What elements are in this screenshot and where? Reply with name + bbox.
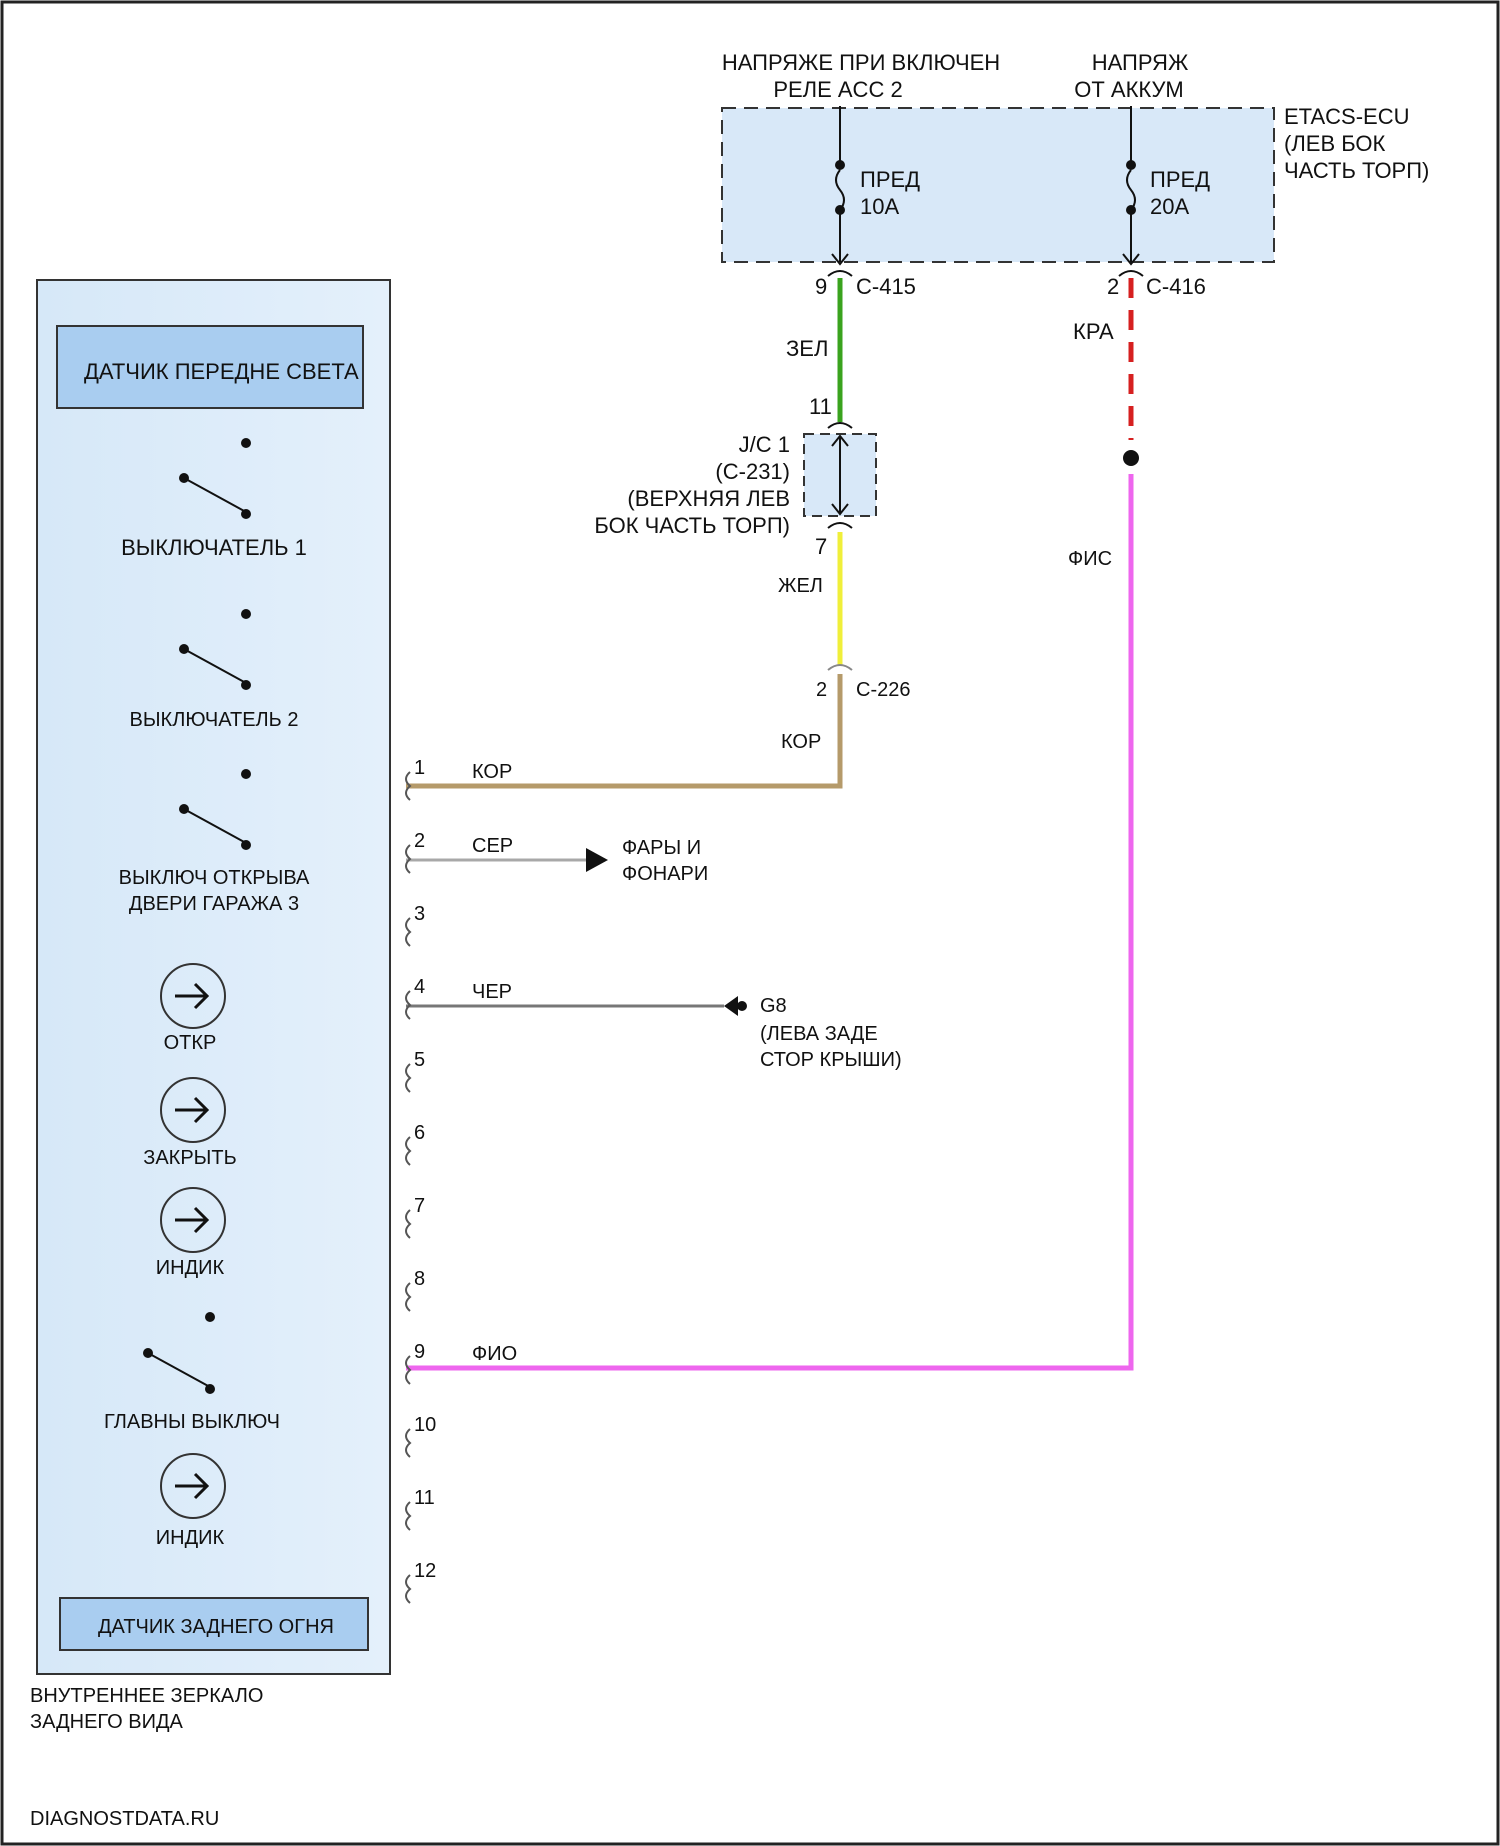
etacs-location-1: (ЛЕВ БОК — [1284, 131, 1386, 156]
ground-point — [737, 1001, 747, 1011]
jc-label-4: БОК ЧАСТЬ ТОРП) — [594, 513, 790, 538]
led-indicator-2-label: ИНДИК — [156, 1527, 225, 1549]
lights-label-2: ФОНАРИ — [622, 863, 708, 885]
led-close-label: ЗАКРЫТЬ — [143, 1147, 236, 1169]
mirror-name-2: ЗАДНЕГО ВИДА — [30, 1711, 183, 1733]
main-switch-label: ГЛАВНЫ ВЫКЛЮЧ — [104, 1411, 280, 1433]
pin-2-label: 2 — [414, 830, 425, 852]
pin-7-label: 7 — [414, 1195, 425, 1217]
pin-6-label: 6 — [414, 1122, 425, 1144]
connector-c226-symbol — [828, 665, 852, 670]
jc-label-3: (ВЕРХНЯЯ ЛЕВ — [627, 486, 790, 511]
ground-location-2: СТОР КРЫШИ) — [760, 1049, 902, 1071]
wire-red-label: КРА — [1073, 319, 1114, 344]
switch-3-label-1: ВЫКЛЮЧ ОТКРЫВА — [119, 867, 310, 889]
ground-icon — [724, 996, 738, 1016]
rear-light-sensor-label: ДАТЧИК ЗАДНЕГО ОГНЯ — [98, 1616, 334, 1638]
pin-11-label: 11 — [414, 1487, 435, 1509]
arrow-icon — [586, 848, 608, 872]
jc-pin-bottom: 7 — [815, 534, 827, 559]
c226-name: C-226 — [856, 679, 910, 701]
pin-8-label: 8 — [414, 1268, 425, 1290]
pin-4-label: 4 — [414, 976, 425, 998]
wire-violet-label-pin: ФИО — [472, 1343, 517, 1365]
pin-5-symbol — [406, 1064, 410, 1092]
fuse2-label-1: ПРЕД — [1150, 167, 1210, 192]
switch-2-label: ВЫКЛЮЧАТЕЛЬ 2 — [130, 709, 299, 731]
wire-violet-label: ФИС — [1068, 548, 1112, 570]
pin-10-label: 10 — [414, 1414, 436, 1436]
connector-c416-symbol — [1119, 271, 1143, 276]
jc-bottom-connector — [828, 523, 852, 528]
c415-name: C-415 — [856, 274, 916, 299]
lights-label-1: ФАРЫ И — [622, 837, 701, 859]
jc-label-2: (C-231) — [715, 459, 790, 484]
wire-gray-label: СЕР — [472, 835, 513, 857]
rear-view-mirror-box — [37, 280, 390, 1674]
jc-top-connector — [828, 423, 852, 428]
battery-label-1: НАПРЯЖ — [1092, 50, 1189, 75]
wire-violet — [406, 474, 1131, 1368]
jc-label-1: J/C 1 — [739, 432, 790, 457]
led-indicator-1-label: ИНДИК — [156, 1257, 225, 1279]
splice-point — [1123, 450, 1139, 466]
pin-12-label: 12 — [414, 1560, 436, 1582]
pin-1-label: 1 — [414, 757, 425, 779]
fuse2-label-2: 20A — [1150, 194, 1189, 219]
ground-name: G8 — [760, 995, 787, 1017]
pin-9-label: 9 — [414, 1341, 425, 1363]
acc-relay-label-1: НАПРЯЖЕ ПРИ ВКЛЮЧЕН — [722, 50, 1000, 75]
wire-yellow-label: ЖЕЛ — [778, 575, 823, 597]
c226-pin: 2 — [816, 679, 827, 701]
wire-black-label: ЧЕР — [472, 981, 512, 1003]
ground-location-1: (ЛЕВА ЗАДЕ — [760, 1023, 878, 1045]
pin-7-symbol — [406, 1210, 410, 1238]
pin-11-symbol — [406, 1502, 410, 1530]
front-light-sensor-label: ДАТЧИК ПЕРЕДНЕ СВЕТА — [84, 359, 359, 384]
pin-3-label: 3 — [414, 903, 425, 925]
pin-12-symbol — [406, 1575, 410, 1603]
c416-pin: 2 — [1107, 274, 1119, 299]
led-open-label: ОТКР — [164, 1032, 217, 1054]
acc-relay-label-2: РЕЛЕ ACC 2 — [773, 77, 902, 102]
pin-5-label: 5 — [414, 1049, 425, 1071]
switch-3-label-2: ДВЕРИ ГАРАЖА 3 — [129, 893, 299, 915]
pin-3-symbol — [406, 918, 410, 946]
etacs-title: ETACS-ECU — [1284, 104, 1410, 129]
fuse1-label-2: 10A — [860, 194, 899, 219]
etacs-location-2: ЧАСТЬ ТОРП) — [1284, 158, 1429, 183]
c416-name: C-416 — [1146, 274, 1206, 299]
switch-1-label: ВЫКЛЮЧАТЕЛЬ 1 — [121, 535, 307, 560]
fuse1-label-1: ПРЕД — [860, 167, 920, 192]
c415-pin: 9 — [815, 274, 827, 299]
mirror-name-1: ВНУТРЕННЕЕ ЗЕРКАЛО — [30, 1685, 263, 1707]
pin-10-symbol — [406, 1429, 410, 1457]
watermark: DIAGNOSTDATA.RU — [30, 1808, 219, 1830]
connector-c415-symbol — [828, 271, 852, 276]
wire-green-label: ЗЕЛ — [786, 336, 828, 361]
wire-brown-label-upper: КОР — [781, 731, 821, 753]
pin-6-symbol — [406, 1137, 410, 1165]
jc-pin-top: 11 — [809, 394, 832, 419]
battery-label-2: ОТ АККУМ — [1074, 77, 1184, 102]
pin-8-symbol — [406, 1283, 410, 1311]
wire-brown-label-pin: КОР — [472, 761, 512, 783]
